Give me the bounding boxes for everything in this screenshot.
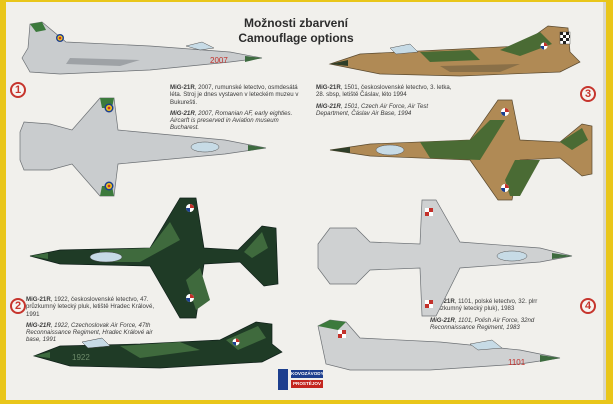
caption-1-en-text: , 2007, Romanian AF, early eighties. Air… [170,109,293,132]
serial-1922: 1922 [72,353,90,362]
profile-option-1: 2007 [21,21,263,75]
caption-3-english: MiG-21R, 1501, Czech Air Force, Air Test… [316,103,452,118]
serial-2007: 2007 [210,56,228,65]
caption-1-cz-text: , 2007, rumunské letectvo, osmdesátá lét… [170,84,299,106]
planform-option-3 [329,99,593,201]
logo-emblem [278,369,288,390]
planform-option-2 [29,197,279,319]
caption-option-3: MiG-21R, 1501, československé letectvo, … [316,84,452,117]
profile-option-2: 1922 [32,321,283,369]
profile-option-3 [328,25,581,77]
caption-option-2: MiG-21R, 1922, československé letectvo, … [26,296,166,344]
planform-option-4 [317,199,573,317]
caption-4-en-text: , 1101, Polish Air Force, 32nd Reconnais… [430,316,535,331]
caption-4-cz-text: , 1101, polské letectvo, 32. plrr (průzk… [430,298,538,313]
caption-2-en-model: MiG-21R [26,321,51,329]
option-number-1: 1 [10,82,26,98]
caption-4-en-model: MiG-21R [430,316,455,324]
caption-2-czech: MiG-21R, 1922, československé letectvo, … [26,296,166,318]
logo-line-2: PROSTĚJOV [291,380,323,388]
caption-3-czech: MiG-21R, 1501, československé letectvo, … [316,84,452,99]
caption-1-en-model: MiG-21R [170,109,195,117]
caption-3-en-model: MiG-21R [316,102,341,110]
planform-option-1 [19,97,267,197]
caption-option-1: MiG-21R, 2007, rumunské letectvo, osmdes… [170,84,300,132]
caption-3-cz-text: , 1501, československé letectvo, 3. letk… [316,84,452,99]
caption-3-en-text: , 1501, Czech Air Force, Air Test Depart… [316,102,429,117]
caption-2-en-text: , 1922, Czechoslovak Air Force, 47th Rec… [26,321,153,344]
page-title: Možnosti zbarvení Camouflage options [211,16,381,46]
caption-1-cz-model: MiG-21R [170,84,195,91]
serial-1101: 1101 [508,358,526,367]
logo-line-1: KOVOZÁVODY [291,370,324,378]
kovozavody-logo: KOVOZÁVODY PROSTĚJOV [278,369,324,402]
option-number-4: 4 [580,298,596,314]
caption-2-cz-model: MiG-21R [26,296,51,303]
caption-2-cz-text: , 1922, československé letectvo, 47. prů… [26,296,155,318]
caption-3-cz-model: MiG-21R [316,84,341,91]
title-english: Camouflage options [238,31,354,45]
option-number-3: 3 [580,86,596,102]
caption-2-english: MiG-21R, 1922, Czechoslovak Air Force, 4… [26,322,166,344]
caption-1-czech: MiG-21R, 2007, rumunské letectvo, osmdes… [170,84,300,106]
title-czech: Možnosti zbarvení [243,16,348,30]
option-number-2: 2 [10,298,26,314]
caption-1-english: MiG-21R, 2007, Romanian AF, early eighti… [170,110,300,132]
caption-4-english: MiG-21R, 1101, Polish Air Force, 32nd Re… [430,317,568,332]
profile-option-4: 1101 [317,319,561,371]
